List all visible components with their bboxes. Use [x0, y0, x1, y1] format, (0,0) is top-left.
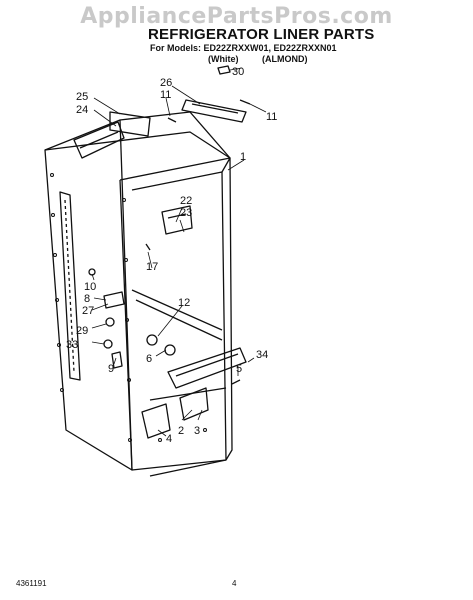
callout-11-left: 11 — [160, 89, 171, 101]
callout-4: 4 — [166, 433, 172, 445]
watermark: AppliancePartsPros.com — [80, 4, 393, 29]
page-number: 4 — [232, 579, 237, 588]
color-white: (White) — [208, 54, 239, 64]
callout-6: 6 — [146, 353, 152, 365]
callout-12: 12 — [178, 297, 190, 309]
callout-34: 34 — [256, 349, 268, 361]
callout-25: 25 — [76, 91, 88, 103]
callout-30: 30 — [232, 66, 244, 78]
callout-3: 3 — [194, 425, 200, 437]
callout-24: 24 — [76, 104, 88, 116]
doc-number: 4361191 — [16, 579, 47, 588]
diagram-title: REFRIGERATOR LINER PARTS — [148, 26, 375, 43]
callout-10: 10 — [84, 281, 96, 293]
liner-right-wall — [221, 157, 233, 461]
callout-2: 2 — [178, 425, 184, 437]
callout-17: 17 — [146, 261, 158, 273]
callout-33: 33 — [66, 339, 78, 351]
callout-29: 29 — [76, 325, 88, 337]
callout-11-right: 11 — [266, 111, 277, 123]
callout-8: 8 — [84, 293, 90, 305]
part-duct-bracket — [181, 99, 247, 123]
color-almond: (ALMOND) — [262, 54, 308, 64]
models-line: For Models: ED22ZRXXW01, ED22ZRXXN01 — [150, 43, 337, 53]
part-light-housing — [73, 121, 125, 159]
callout-9: 9 — [108, 363, 114, 375]
callout-22: 22 — [180, 195, 192, 207]
callout-5: 5 — [236, 363, 242, 375]
liner-rear-wall — [131, 171, 227, 477]
callout-27: 27 — [82, 305, 94, 317]
part-shelf-rail — [167, 347, 247, 389]
callout-26: 26 — [160, 77, 172, 89]
callout-23: 23 — [180, 207, 192, 219]
callout-1: 1 — [240, 151, 246, 163]
